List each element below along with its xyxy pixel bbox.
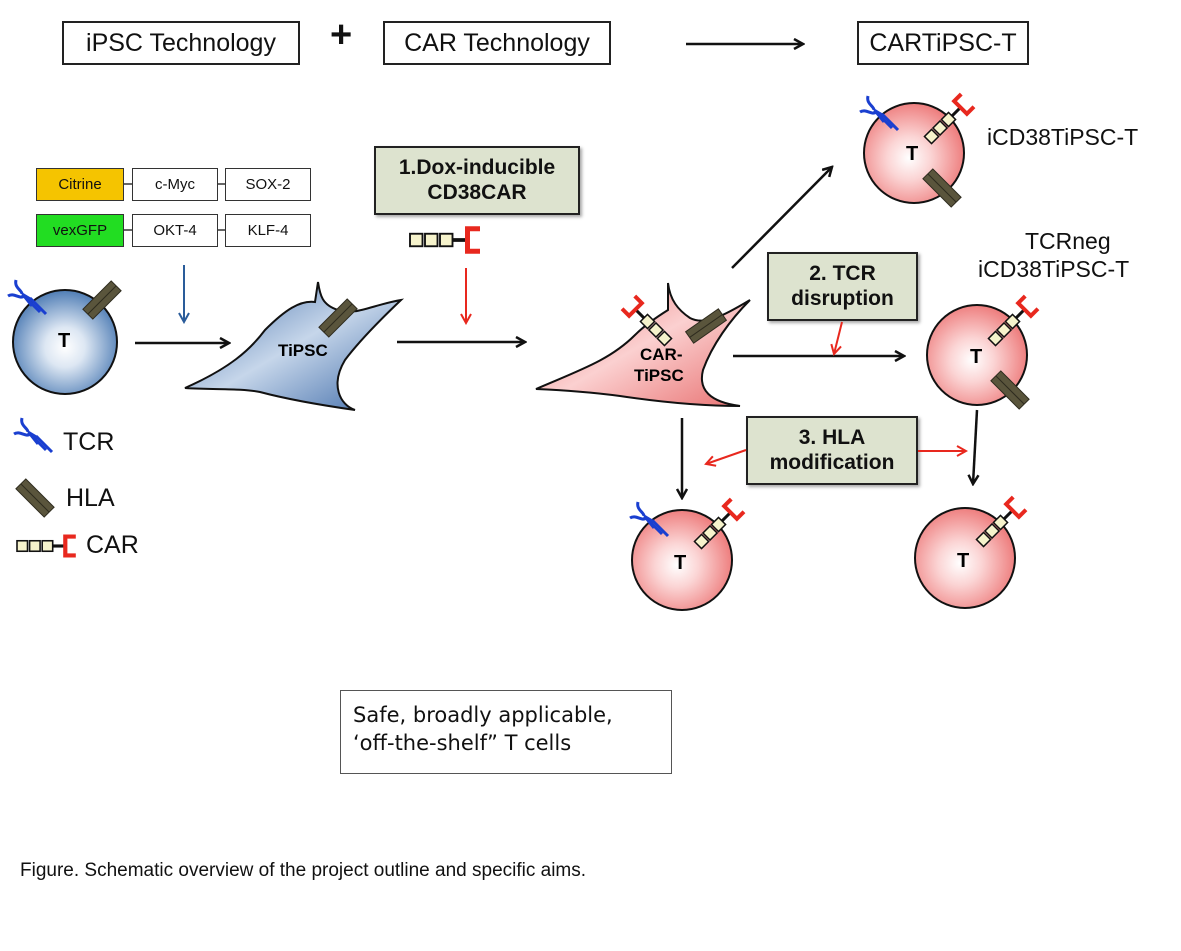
gene-label: c-Myc	[155, 176, 195, 193]
legend-hla-icon	[15, 478, 55, 518]
gene-vexgfp: vexGFP	[36, 214, 124, 247]
car-technology-label: CAR Technology	[404, 28, 590, 57]
tcrneg-label-line1: TCRneg	[1025, 228, 1111, 254]
tcrneg-hla-modified-t-cell	[914, 497, 1026, 609]
legend-hla-label: HLA	[66, 484, 115, 512]
t-label: T	[674, 552, 687, 574]
car-tipsc-label-line2: TiPSC	[634, 366, 684, 385]
start-t-label: T	[58, 330, 71, 352]
summary-line2: ‘off-the-shelf” T cells	[353, 731, 572, 756]
cartipsc-t-box: CARTiPSC-T	[857, 21, 1029, 65]
summary-line1: Safe, broadly applicable,	[353, 703, 613, 727]
aim2-line1: 2. TCR	[809, 262, 876, 286]
aim1-line2: CD38CAR	[427, 180, 527, 204]
aim2-box: 2. TCR disruption	[767, 252, 918, 321]
aim3-line1: 3. HLA	[798, 426, 866, 450]
legend-tcr-icon	[12, 416, 54, 454]
t-label: T	[906, 143, 919, 165]
aim2-line2: disruption	[791, 286, 894, 310]
summary-box: Safe, broadly applicable, ‘off-the-shelf…	[340, 690, 672, 774]
aim3-box: 3. HLA modification	[746, 416, 918, 485]
legend-car-icon	[17, 537, 76, 556]
gene-citrine: Citrine	[36, 168, 124, 201]
car-technology-box: CAR Technology	[383, 21, 611, 65]
gene-label: Citrine	[58, 176, 102, 193]
aim1-line1: 1.Dox-inducible	[398, 156, 556, 180]
car-tipsc-cell	[535, 282, 751, 407]
arrow-to-icd38tipsc-t	[731, 167, 832, 269]
tipsc-label: TiPSC	[278, 341, 328, 360]
gene-label: vexGFP	[52, 222, 108, 239]
tipsc-cell	[184, 281, 405, 411]
tcrneg-label-line2: iCD38TiPSC-T	[978, 256, 1130, 282]
gene-klf-4: KLF-4	[225, 214, 311, 247]
starting-t-cell	[6, 278, 122, 395]
gene-label: KLF-4	[247, 222, 289, 239]
aim1-car-icon	[410, 229, 480, 252]
aim2-red-arrow	[834, 321, 843, 354]
legend-tcr-label: TCR	[63, 428, 115, 456]
tcrneg-cell	[926, 296, 1038, 410]
car-tipsc-label-line1: CAR-	[640, 345, 683, 364]
gene-label: OKT-4	[153, 222, 197, 239]
icd38tipsc-t-cell	[858, 94, 974, 208]
gene-sox-2: SOX-2	[225, 168, 311, 201]
t-label: T	[970, 346, 983, 368]
gene-c-myc: c-Myc	[132, 168, 218, 201]
gene-label: SOX-2	[245, 176, 291, 193]
arrow-down-right	[973, 409, 977, 484]
plus-sign: +	[330, 14, 353, 56]
gene-okt-4: OKT-4	[132, 214, 218, 247]
aim3-red-arrow-left	[706, 449, 747, 464]
gene-connectors	[124, 183, 225, 231]
t-label: T	[957, 550, 970, 572]
legend-car-label: CAR	[86, 531, 139, 559]
icd38tipsc-t-label: iCD38TiPSC-T	[987, 124, 1139, 150]
ipsc-technology-box: iPSC Technology	[62, 21, 300, 65]
cartipsc-t-label: CARTiPSC-T	[869, 28, 1017, 57]
figure-caption: Figure. Schematic overview of the projec…	[20, 860, 587, 881]
ipsc-technology-label: iPSC Technology	[86, 28, 276, 57]
aim3-line2: modification	[769, 450, 895, 474]
hla-modified-t-cell	[628, 499, 744, 611]
aim1-box: 1.Dox-inducible CD38CAR	[374, 146, 580, 215]
